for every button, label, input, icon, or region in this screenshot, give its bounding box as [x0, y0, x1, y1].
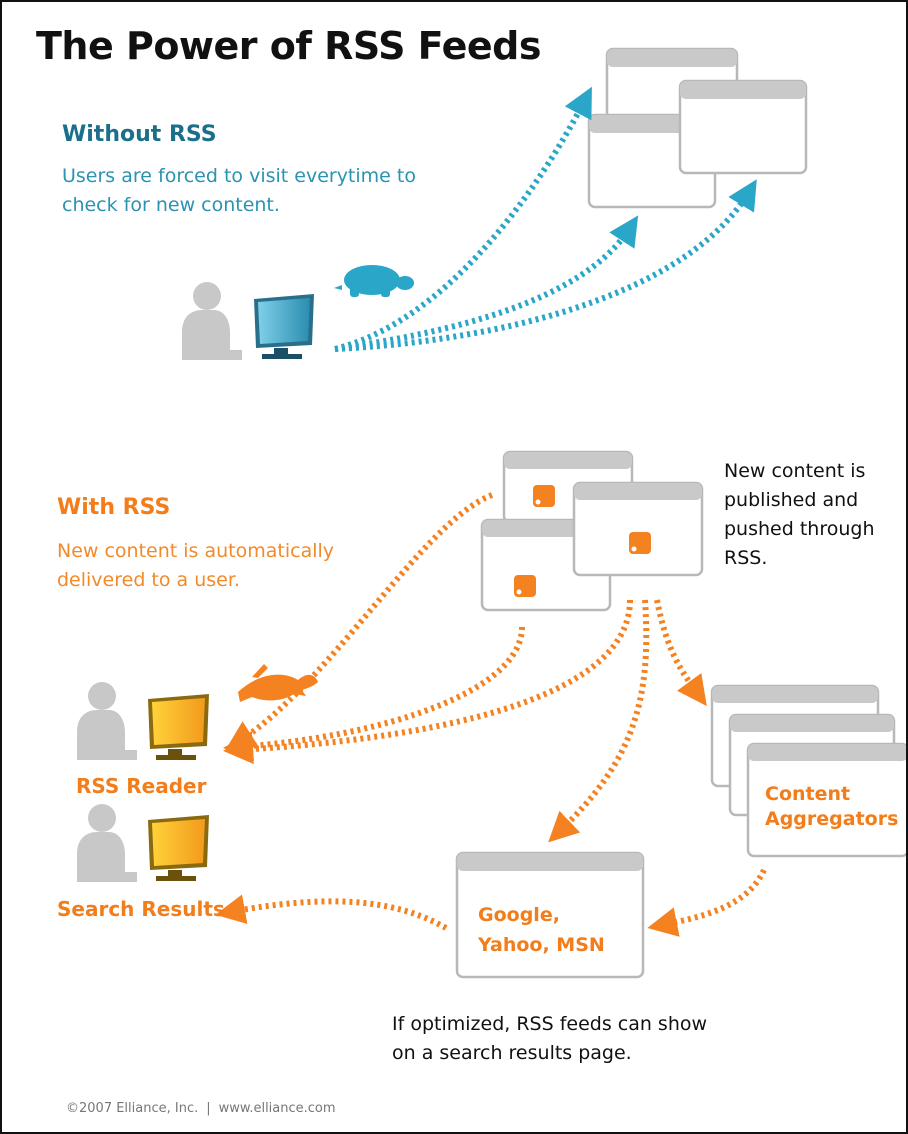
page-title: The Power of RSS Feeds	[36, 24, 541, 68]
with-rss-heading: With RSS	[57, 495, 171, 520]
computer-monitor-blue-icon	[254, 294, 314, 359]
computer-monitor-orange-icon-search	[148, 815, 209, 881]
browser-windows-without-rss	[587, 47, 808, 209]
search-engines-label: Google, Yahoo, MSN	[478, 904, 605, 956]
orange-dotted-arrows	[215, 492, 767, 937]
rabbit-icon	[238, 664, 318, 702]
with-rss-description: New content is automatically delivered t…	[57, 540, 335, 591]
content-aggregator-windows	[710, 684, 906, 858]
computer-monitor-orange-icon	[148, 694, 209, 760]
optimized-note: If optimized, RSS feeds can show on a se…	[392, 1013, 708, 1064]
user-person-icon-search	[77, 804, 137, 882]
rss-feed-icon	[516, 499, 637, 595]
publisher-window-3	[572, 481, 704, 577]
footer: ©2007 Elliance, Inc. | www.elliance.com	[66, 1101, 336, 1116]
footer-website-link[interactable]: www.elliance.com	[218, 1101, 336, 1116]
user-person-icon-reader	[77, 682, 137, 760]
rss-reader-label: RSS Reader	[76, 774, 207, 798]
search-results-label: Search Results	[57, 897, 225, 921]
search-engine-window	[455, 851, 645, 979]
rss-publisher-windows	[480, 450, 704, 612]
browser-window-3	[678, 79, 808, 175]
user-person-icon-top	[182, 282, 242, 360]
blue-dotted-arrows	[334, 86, 757, 352]
turtle-icon	[334, 265, 414, 297]
footer-separator: |	[206, 1101, 211, 1116]
without-rss-description: Users are forced to visit everytime to c…	[62, 165, 416, 216]
publish-note: New content is published and pushed thro…	[724, 460, 875, 569]
without-rss-heading: Without RSS	[62, 122, 217, 147]
content-aggregators-label: Content Aggregators	[765, 783, 899, 830]
footer-copyright: ©2007 Elliance, Inc.	[66, 1101, 199, 1116]
